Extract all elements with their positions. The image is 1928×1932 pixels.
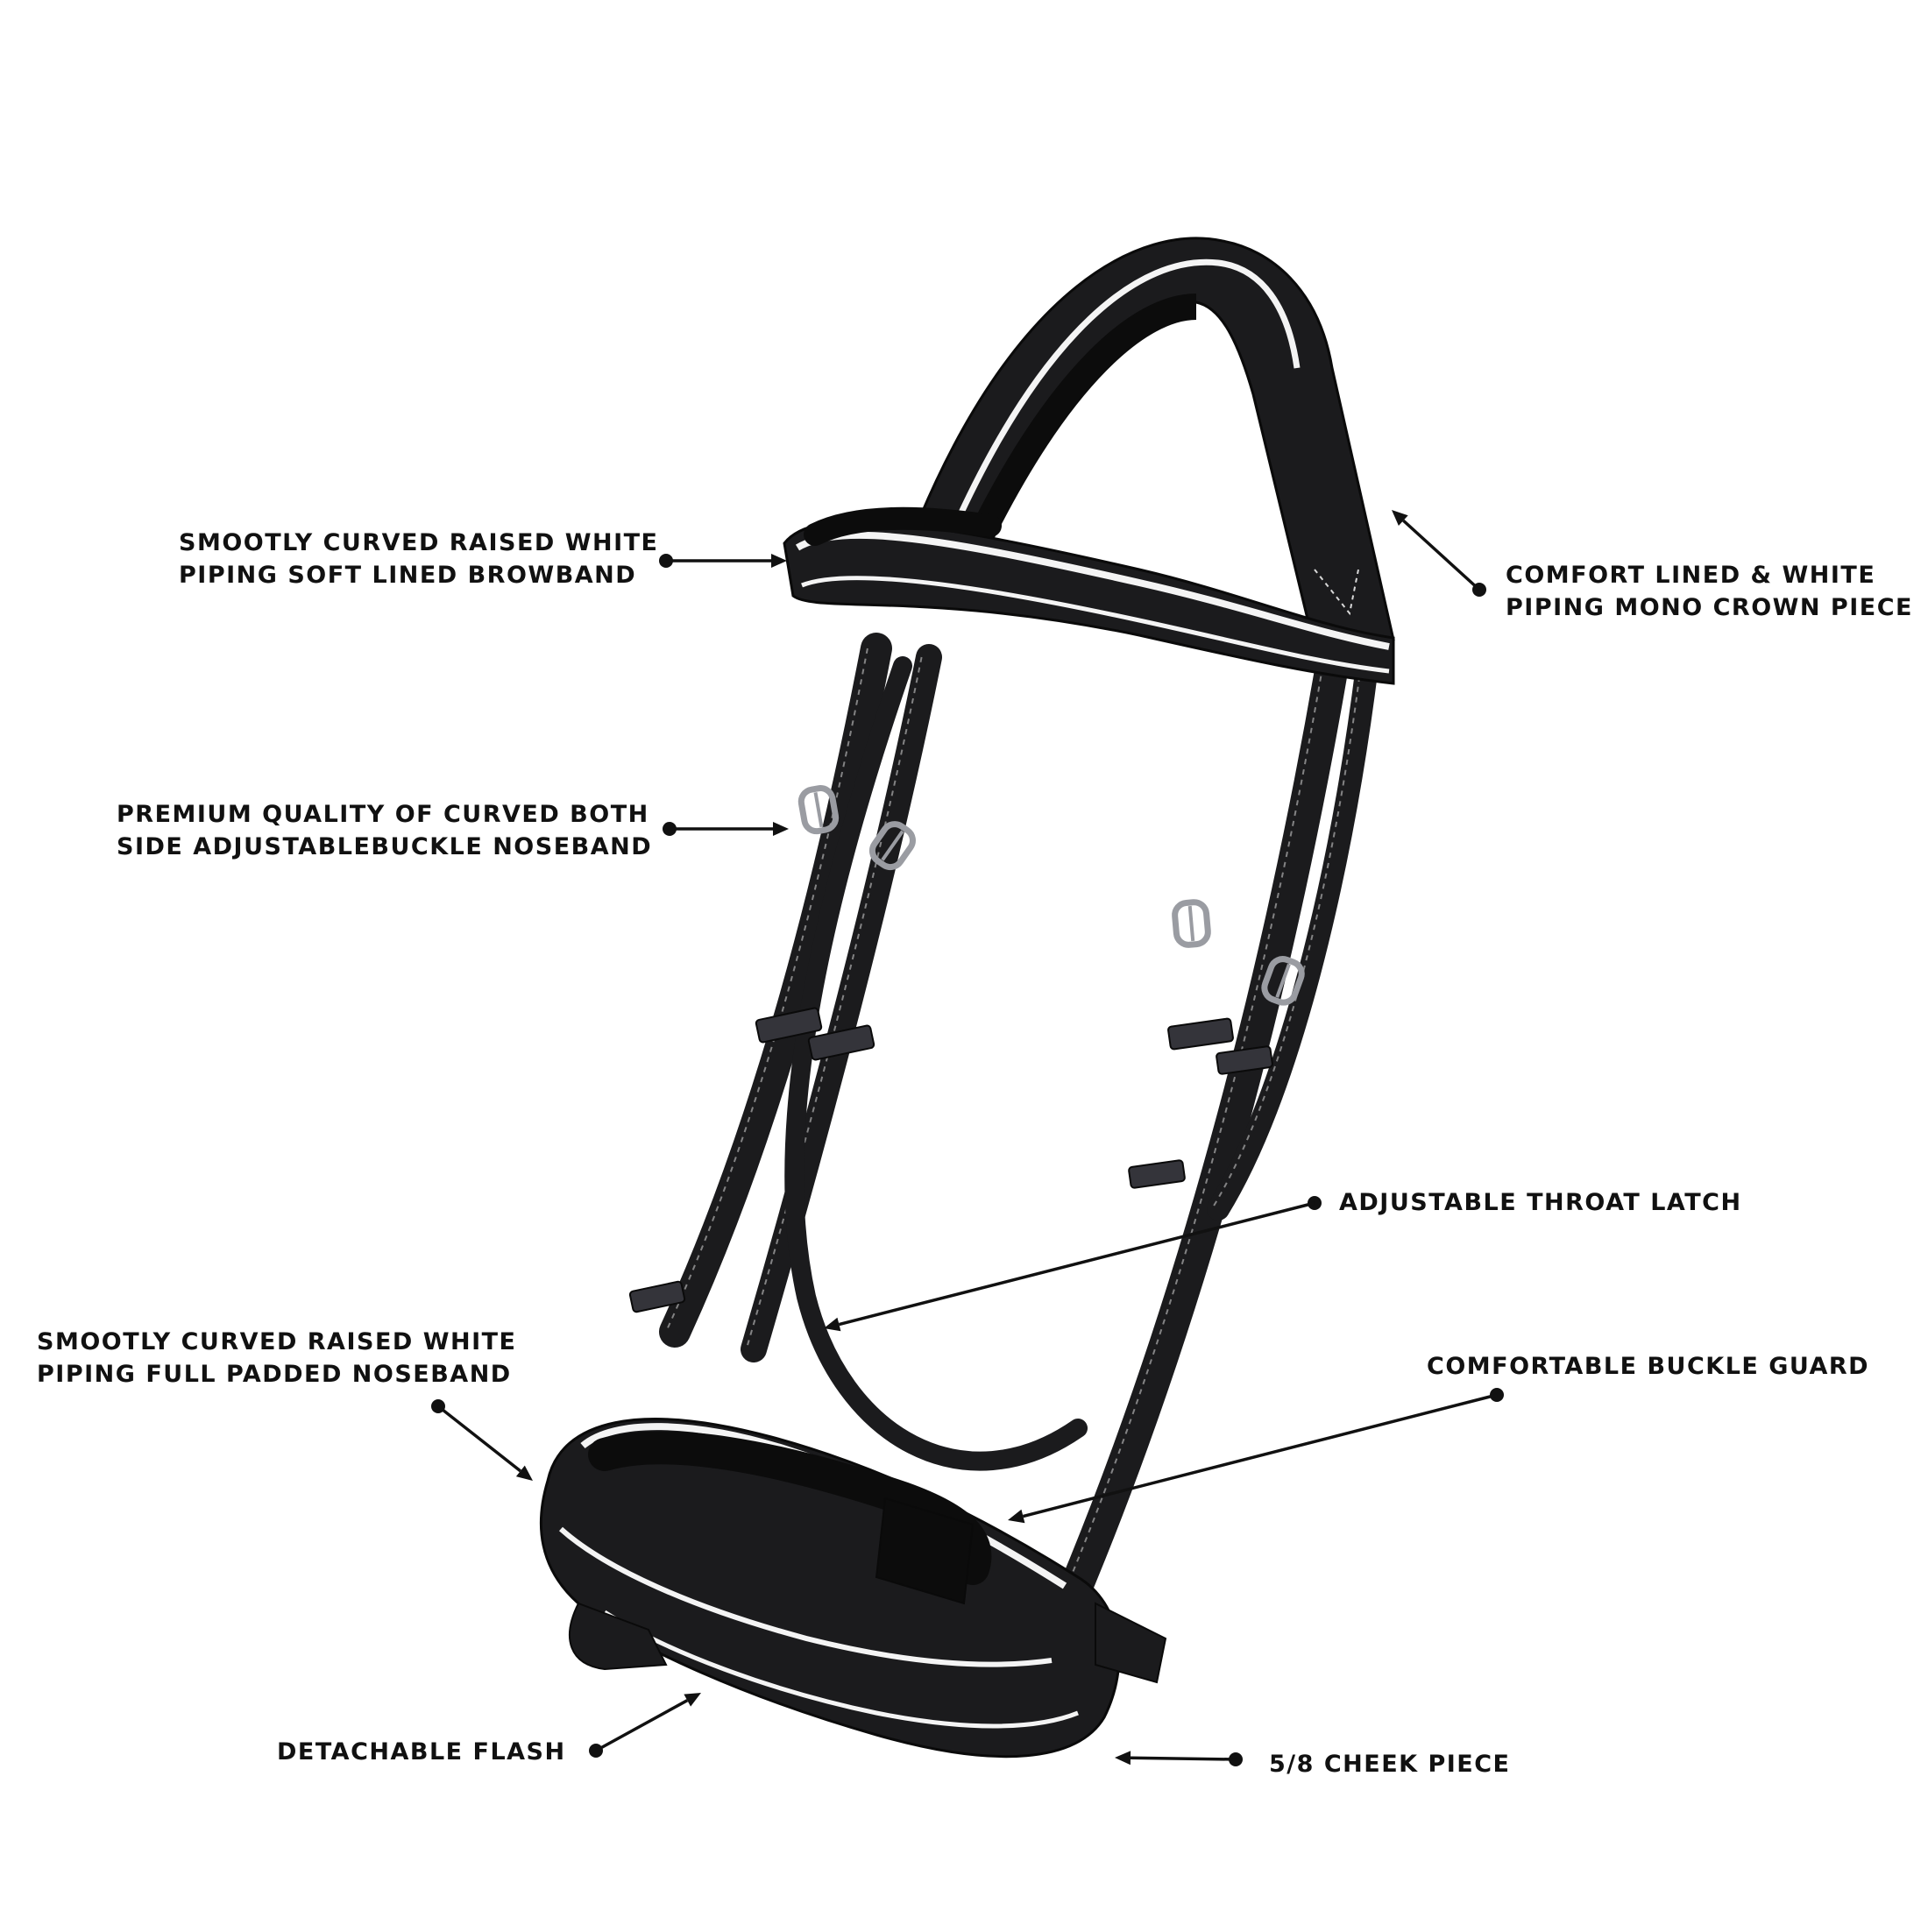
keeper-right-lower	[1128, 1159, 1186, 1189]
crown-piece-stitch-detail	[1314, 569, 1359, 616]
right-cheek-strap-stitching	[1059, 665, 1324, 1604]
crown-piece-piping	[952, 258, 1301, 527]
keeper-left-mid	[807, 1024, 875, 1061]
left-noseband-strap	[741, 644, 942, 1362]
right-throat-strap-stitching	[1210, 665, 1362, 1210]
buckle-throat-right	[1261, 956, 1305, 1006]
buckle-noseband-left	[797, 785, 840, 835]
buckle-throat-right-tongue	[1275, 963, 1291, 998]
label-browband: SMOOTLY CURVED RAISED WHITE PIPING SOFT …	[179, 527, 659, 591]
callout-arrowhead-crown	[1392, 510, 1408, 527]
buckle-guard	[875, 1497, 975, 1605]
label-browband-line-2: PIPING SOFT LINED BROWBAND	[179, 562, 637, 589]
label-cheek-piece-line-1: 5/8 CHEEK PIECE	[1269, 1751, 1511, 1778]
label-padded-noseband-line-1: SMOOTLY CURVED RAISED WHITE	[37, 1328, 517, 1355]
callout-line-throat-latch	[839, 1201, 1315, 1327]
callout-arrowhead-buckle-guard	[1008, 1509, 1025, 1524]
flash-strap	[569, 1602, 668, 1671]
buckle-noseband-left-frame	[797, 785, 840, 835]
buckle-throat-left-frame	[1172, 899, 1211, 948]
label-buckle-guard-line-1: COMFORTABLE BUCKLE GUARD	[1427, 1353, 1870, 1380]
label-padded-noseband: SMOOTLY CURVED RAISED WHITE PIPING FULL …	[37, 1326, 517, 1391]
callout-line-crown	[1402, 519, 1481, 591]
keeper-left-upper	[755, 1007, 823, 1044]
buckle-throat-right-frame	[1261, 956, 1305, 1006]
keeper-left-lower	[628, 1280, 686, 1313]
browband-lining	[804, 506, 1002, 546]
throat-latch-loop	[784, 656, 1088, 1471]
crown-piece-lining	[969, 294, 1197, 541]
right-cheek-strap	[1053, 649, 1349, 1620]
label-cheek-piece: 5/8 CHEEK PIECE	[1269, 1748, 1511, 1780]
callout-line-cheek-piece	[1130, 1756, 1237, 1761]
buckle-noseband-right-tongue	[881, 830, 904, 861]
label-throat-latch: ADJUSTABLE THROAT LATCH	[1339, 1186, 1742, 1219]
callout-arrowhead-browband	[771, 554, 787, 568]
callout-line-buckle-guard	[1023, 1393, 1498, 1518]
browband-piping-bottom	[801, 576, 1390, 674]
label-crown-piece-line-2: PIPING MONO CROWN PIECE	[1506, 594, 1913, 621]
buckle-noseband-right-frame	[868, 821, 916, 871]
buckle-throat-left	[1172, 899, 1211, 948]
callout-line-flash	[595, 1699, 689, 1752]
buckle-noseband-right	[868, 821, 916, 871]
label-crown-piece-line-1: COMFORT LINED & WHITE	[1506, 562, 1876, 589]
label-browband-line-1: SMOOTLY CURVED RAISED WHITE	[179, 529, 659, 556]
bridle	[539, 237, 1395, 1759]
left-cheek-strap-stitching	[665, 648, 868, 1333]
right-throat-strap	[1207, 655, 1379, 1221]
callout-arrowhead-padded-noseband	[515, 1465, 533, 1481]
noseband-piping-bottom	[603, 1610, 1079, 1729]
label-detachable-flash-line-1: DETACHABLE FLASH	[277, 1738, 566, 1766]
callout-arrowhead-cheek-piece	[1115, 1751, 1131, 1766]
label-buckle-noseband-line-2: SIDE ADJUSTABLEBUCKLE NOSEBAND	[117, 833, 653, 860]
label-padded-noseband-line-2: PIPING FULL PADDED NOSEBAND	[37, 1361, 512, 1388]
noseband-strap-end	[1095, 1602, 1167, 1684]
callout-arrowhead-flash	[684, 1693, 701, 1707]
left-noseband-strap-stitching	[745, 656, 923, 1350]
buckle-throat-left-tongue	[1187, 905, 1195, 942]
label-buckle-noseband-line-1: PREMIUM QUALITY OF CURVED BOTH	[117, 801, 649, 828]
callout-line-padded-noseband	[436, 1405, 521, 1473]
left-cheek-strap	[659, 633, 892, 1348]
keeper-right-upper	[1167, 1017, 1234, 1051]
callout-arrowhead-throat-latch	[824, 1317, 841, 1332]
label-buckle-guard: COMFORTABLE BUCKLE GUARD	[1427, 1350, 1869, 1383]
buckle-noseband-left-tongue	[813, 792, 824, 828]
label-buckle-noseband: PREMIUM QUALITY OF CURVED BOTH SIDE ADJU…	[117, 798, 652, 863]
label-detachable-flash: DETACHABLE FLASH	[277, 1736, 566, 1768]
label-throat-latch-line-1: ADJUSTABLE THROAT LATCH	[1339, 1189, 1742, 1216]
browband-piping-top	[795, 531, 1390, 650]
keeper-right-mid	[1216, 1045, 1273, 1075]
noseband-piping-middle	[558, 1526, 1053, 1667]
callout-lines	[431, 510, 1504, 1766]
callout-arrowhead-buckle-noseband	[773, 822, 789, 836]
label-crown-piece: COMFORT LINED & WHITE PIPING MONO CROWN …	[1506, 559, 1913, 624]
